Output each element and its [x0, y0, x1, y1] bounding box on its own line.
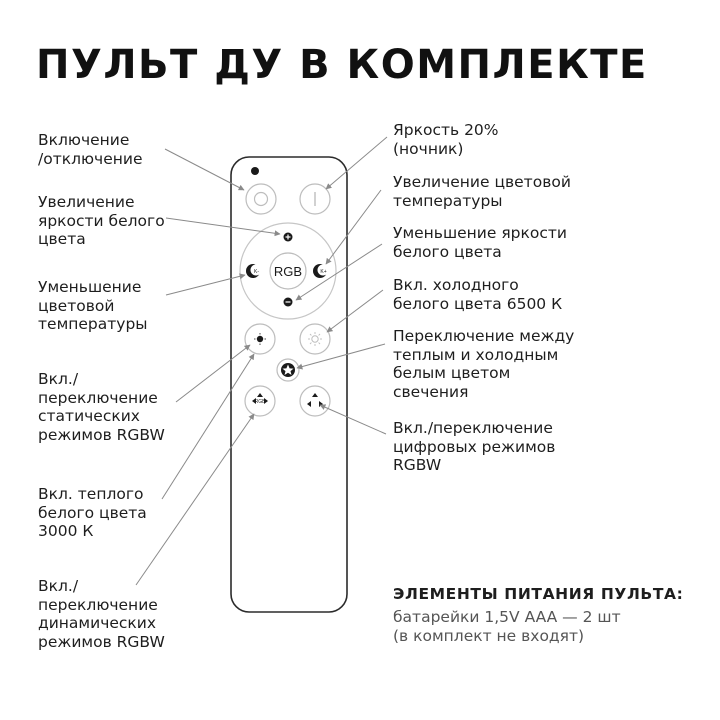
rgb-label: RGB	[274, 264, 302, 279]
arrow-left-icon	[252, 398, 256, 404]
sun-outline-icon	[311, 335, 319, 343]
cold-white-button[interactable]	[299, 323, 331, 355]
label-digital-rgbw: Вкл./переключение цифровых режимов RGBW	[393, 419, 556, 474]
color-temp-down-button[interactable]: K-	[246, 264, 262, 278]
color-temp-up-button[interactable]: K+	[313, 264, 329, 278]
arrow-up-icon	[257, 393, 263, 397]
label-warm-cold-switch: Переключение между теплым и холодным бел…	[393, 327, 575, 401]
label-dynamic-rgbw: Вкл./ переключение динамических режимов …	[38, 577, 165, 651]
power-text: батарейки 1,5V AAA — 2 шт (в комплект не…	[393, 608, 621, 645]
label-brightness-20: Яркость 20% (ночник)	[393, 121, 499, 158]
k-plus-label: K+	[320, 269, 326, 275]
warm-white-button[interactable]	[244, 323, 276, 355]
label-cold-6500: Вкл. холодного белого цвета 6500 К	[393, 276, 563, 313]
label-color-temp-down: Уменьшение цветовой температуры	[38, 278, 148, 333]
power-off-button[interactable]	[245, 183, 277, 215]
label-color-temp-up: Увеличение цветовой температуры	[393, 173, 571, 210]
brightness-up-button[interactable]	[283, 232, 293, 242]
dynamic-rgbw-button[interactable]: RGB	[244, 385, 276, 417]
digital-rgbw-button[interactable]	[299, 385, 331, 417]
page-title: ПУЛЬТ ДУ В КОМПЛЕКТЕ	[36, 42, 648, 88]
rgb-center-button[interactable]: RGB	[269, 252, 307, 290]
sun-icon	[256, 335, 264, 343]
k-minus-label: K-	[254, 269, 259, 275]
arrow-left-icon	[307, 401, 311, 407]
brightness-down-button[interactable]	[283, 297, 293, 307]
label-brightness-down: Уменьшение яркости белого цвета	[393, 224, 567, 261]
star-icon	[282, 364, 294, 375]
label-warm-3000: Вкл. теплого белого цвета 3000 К	[38, 485, 147, 540]
leader-lines	[135, 136, 388, 586]
label-brightness-up: Увеличение яркости белого цвета	[38, 193, 165, 248]
power-title: ЭЛЕМЕНТЫ ПИТАНИЯ ПУЛЬТА:	[393, 585, 684, 603]
warm-cold-switch-button[interactable]	[276, 358, 300, 382]
night-light-button[interactable]	[299, 183, 331, 215]
rgb-small-label: RGB	[255, 399, 267, 405]
indicator-led	[251, 167, 259, 175]
label-static-rgbw: Вкл./ переключение статических режимов R…	[38, 370, 165, 444]
arrow-right-icon	[264, 398, 268, 404]
label-on-off: Включение /отключение	[38, 131, 143, 168]
arrow-up-icon	[312, 393, 318, 397]
